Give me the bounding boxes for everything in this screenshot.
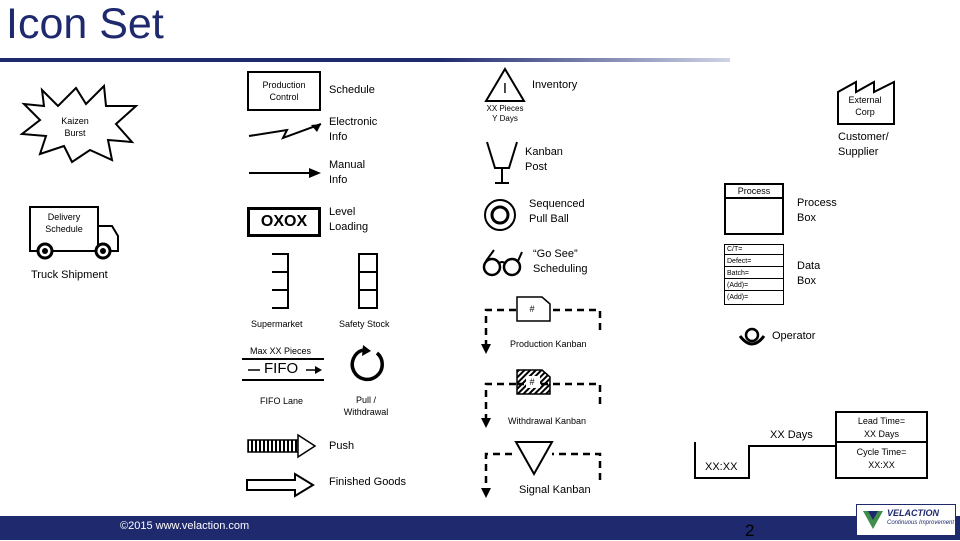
push-label: Push (329, 440, 355, 452)
data-box-label: Data Box (797, 260, 821, 287)
logo-tagline: Continuous Improvement (887, 520, 955, 526)
factory-icon (837, 80, 895, 125)
timeline-icon (694, 442, 836, 479)
slide-title: Icon Set (6, 0, 164, 48)
data-box-row: Defect= (725, 257, 783, 267)
electronic-info-label: Electronic Info (329, 116, 378, 143)
truck-shipment-label: Truck Shipment (31, 269, 108, 281)
push-arrow-icon (247, 433, 317, 459)
supermarket-icon (272, 253, 289, 309)
production-control-label: Production Control (262, 80, 306, 102)
level-loading-label: Level Loading (329, 206, 369, 233)
supermarket-label: Supermarket (251, 319, 303, 329)
kaizen-burst-icon (19, 83, 139, 164)
truck-icon (29, 206, 119, 260)
pull-withdrawal-label: Pull / Withdrawal (343, 395, 389, 417)
manual-info-label: Manual Info (329, 159, 366, 186)
process-box-header: Process (726, 185, 782, 199)
go-see-glasses-icon (482, 249, 523, 277)
process-box: Process (724, 183, 784, 235)
kaizen-burst-label: Kaizen Burst (61, 116, 89, 138)
kanban-post-icon (486, 141, 518, 184)
signal-kanban-label: Signal Kanban (519, 484, 591, 496)
withdrawal-kanban-hash: # (529, 377, 535, 387)
finished-goods-label: Finished Goods (329, 476, 407, 488)
logo-name: VELACTION (887, 508, 940, 518)
xx-xx-label: XX:XX (705, 461, 738, 473)
inventory-sub-label: XX Pieces Y Days (486, 104, 524, 123)
logo-mark-icon (863, 511, 883, 529)
pull-circle-arrow-icon (350, 345, 384, 382)
data-box-row: C/T= (725, 245, 783, 255)
signal-kanban-icon (481, 441, 602, 498)
cycle-time-label: Cycle Time= XX:XX (856, 447, 907, 470)
sequenced-pull-ball-label: Sequenced Pull Ball (529, 198, 585, 225)
production-kanban-label: Production Kanban (510, 339, 587, 349)
electronic-info-icon (248, 123, 322, 140)
inventory-label: Inventory (532, 79, 578, 91)
withdrawal-kanban-icon (481, 369, 602, 428)
fifo-lane-icon (242, 358, 324, 381)
lead-time-box: Lead Time= XX Days Cycle Time= XX:XX (835, 411, 928, 479)
velaction-logo: VELACTION Continuous Improvement (856, 504, 956, 536)
delivery-schedule-label: Delivery Schedule (45, 212, 83, 234)
footer-copyright: ©2015 www.velaction.com (120, 520, 250, 532)
footer-bar (0, 516, 960, 540)
process-box-label: Process Box (797, 197, 837, 224)
oxox-label: OXOX (260, 213, 308, 230)
inventory-letter: I (502, 80, 508, 97)
inventory-triangle-icon (484, 67, 526, 102)
customer-supplier-label: Customer/ Supplier (838, 131, 889, 158)
page-number: 2 (745, 521, 755, 540)
withdrawal-kanban-label: Withdrawal Kanban (508, 416, 587, 426)
production-kanban-hash: # (529, 304, 535, 314)
external-corp-label: External Corp (848, 95, 882, 117)
fifo-label: FIFO (264, 360, 299, 377)
data-box-row: (Add)= (727, 294, 749, 301)
kanban-post-label: Kanban Post (525, 146, 563, 173)
xx-days-label: XX Days (770, 429, 813, 441)
operator-label: Operator (772, 330, 816, 342)
safety-stock-icon (358, 253, 378, 309)
max-xx-pieces-label: Max XX Pieces (250, 346, 312, 356)
schedule-label: Schedule (329, 84, 375, 96)
data-box: C/T= Defect= Batch= (Add)= (Add)= (724, 244, 784, 305)
data-box-row: Batch= (725, 269, 783, 279)
safety-stock-label: Safety Stock (339, 319, 390, 329)
production-control-box: Production Control (247, 71, 321, 111)
manual-info-icon (249, 168, 321, 178)
level-loading-box: OXOX (247, 207, 321, 237)
sequenced-pull-ball-icon (484, 199, 516, 231)
go-see-scheduling-label: “Go See” Scheduling (533, 248, 588, 275)
lead-time-label: Lead Time= XX Days (837, 413, 926, 443)
finished-goods-arrow-icon (246, 472, 315, 498)
title-underline (0, 58, 730, 62)
data-box-row: (Add)= (725, 281, 783, 291)
production-kanban-icon (481, 296, 602, 354)
fifo-lane-label: FIFO Lane (260, 396, 304, 406)
operator-icon (738, 327, 766, 346)
